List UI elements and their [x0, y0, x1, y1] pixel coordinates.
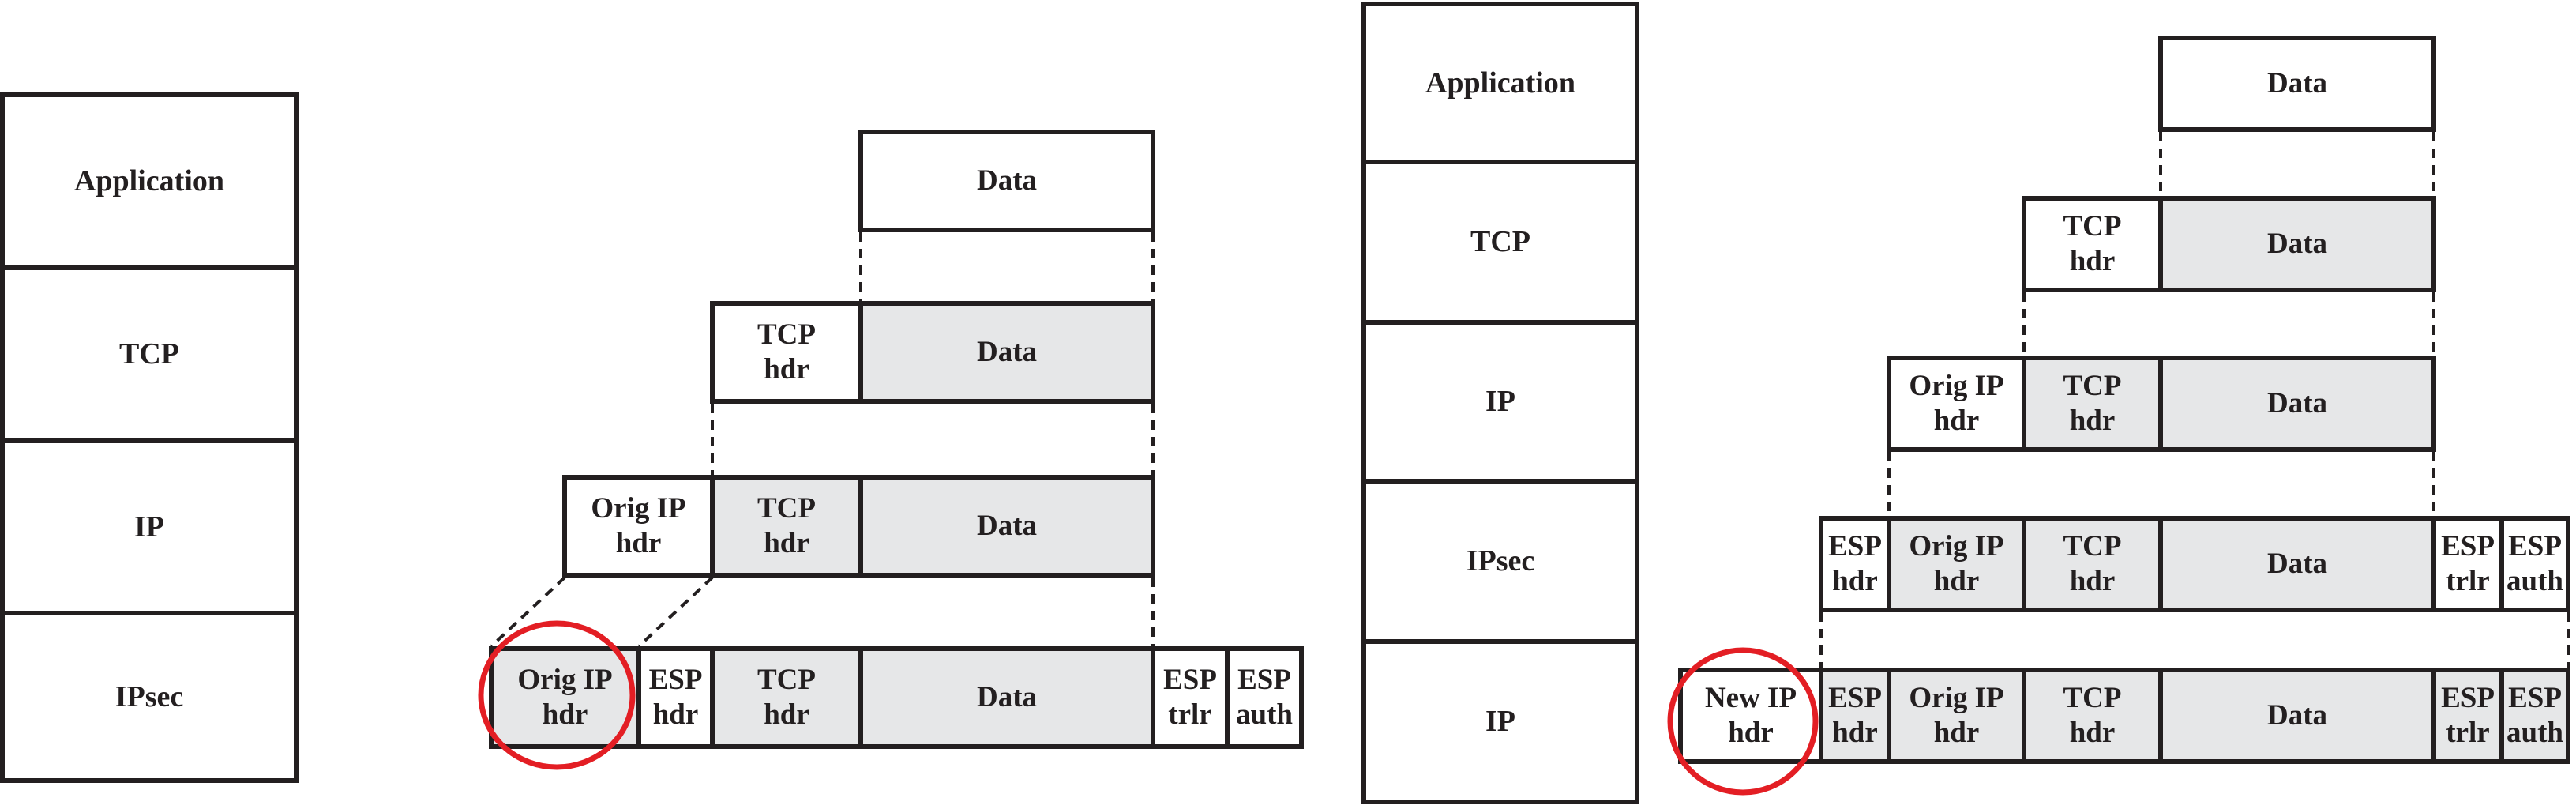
tunnel-tcp-layer-data: Data: [2158, 196, 2436, 292]
tunnel-ipsec-data: Data: [2158, 516, 2436, 612]
right-stack-ip: IP: [1361, 320, 1639, 484]
dashed-guide: [490, 576, 566, 648]
dashed-guide: [637, 576, 714, 648]
right-stack-ipsec: IPsec: [1361, 479, 1639, 644]
left-stack-application: Application: [0, 92, 299, 270]
left-stack-ipsec: IPsec: [0, 611, 299, 783]
left-stack-tcp: TCP: [0, 265, 299, 443]
transport-ip-layer-data: Data: [858, 475, 1155, 578]
transport-ipsec-data: Data: [858, 646, 1155, 749]
transport-tcp-layer-data: Data: [858, 301, 1155, 404]
tunnel-outer-data: Data: [2158, 668, 2436, 764]
right-stack-application: Application: [1361, 2, 1639, 164]
tunnel-app-data: Data: [2158, 36, 2436, 132]
transport-app-data: Data: [858, 130, 1155, 232]
left-stack-ip: IP: [0, 438, 299, 616]
right-stack-new-ip: IP: [1361, 639, 1639, 804]
tunnel-ip-layer-data: Data: [2158, 356, 2436, 452]
right-stack-tcp: TCP: [1361, 160, 1639, 325]
